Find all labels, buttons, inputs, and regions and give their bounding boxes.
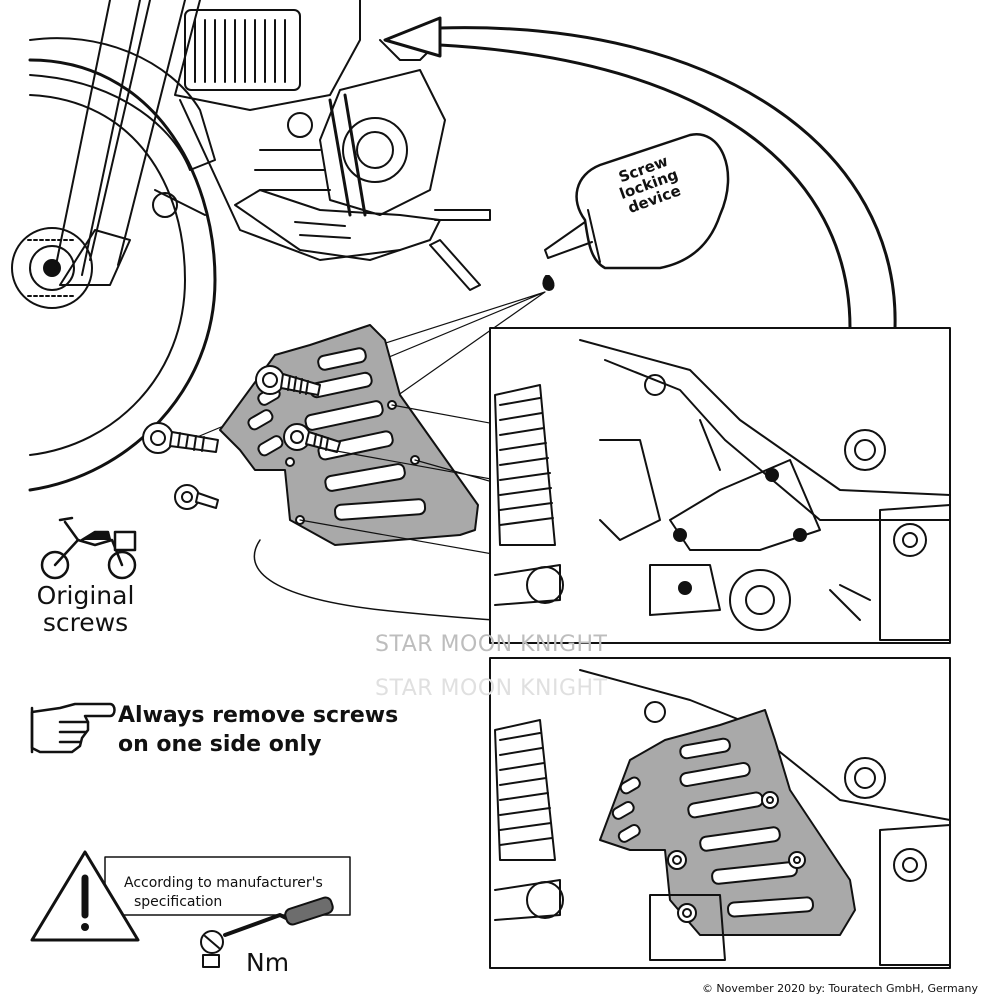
detail-panel-after: [489, 657, 951, 969]
watermark: STAR MOON KNIGHT: [375, 632, 608, 657]
motorcycle-overview: [11, 0, 491, 492]
remove-screws-note: Always remove screws on one side only: [118, 701, 398, 759]
warning-icon: [30, 850, 140, 942]
screw-2: [142, 422, 219, 454]
remove-screws-line2: on one side only: [118, 732, 322, 757]
torque-wrench-icon: [200, 896, 334, 968]
torque-specification: According to manufacturer's specificatio…: [124, 874, 323, 912]
torque-unit: Nm: [246, 948, 290, 977]
original-screws-line2: screws: [42, 608, 129, 637]
watermark-faint: STAR MOON KNIGHT: [375, 676, 608, 701]
motorcycle-icon: [40, 516, 137, 580]
original-screws-line1: Original: [36, 581, 135, 610]
original-screws-label: Original screws: [28, 582, 143, 636]
bottle-icon: [542, 133, 730, 291]
detail-panel-before: [489, 327, 951, 644]
screw-1: [255, 365, 321, 396]
copyright: © November 2020 by: Touratech GmbH, Germ…: [701, 982, 978, 995]
remove-screws-line1: Always remove screws: [118, 703, 399, 728]
torque-spec-line2: specification: [134, 894, 223, 910]
pointer-arrow: [438, 26, 897, 330]
torque-spec-line1: According to manufacturer's: [124, 875, 323, 891]
pointing-hand-icon: [30, 702, 116, 754]
screw-3: [283, 423, 341, 453]
cover-plate-exploded: [219, 324, 479, 546]
screw-4: [174, 484, 219, 510]
